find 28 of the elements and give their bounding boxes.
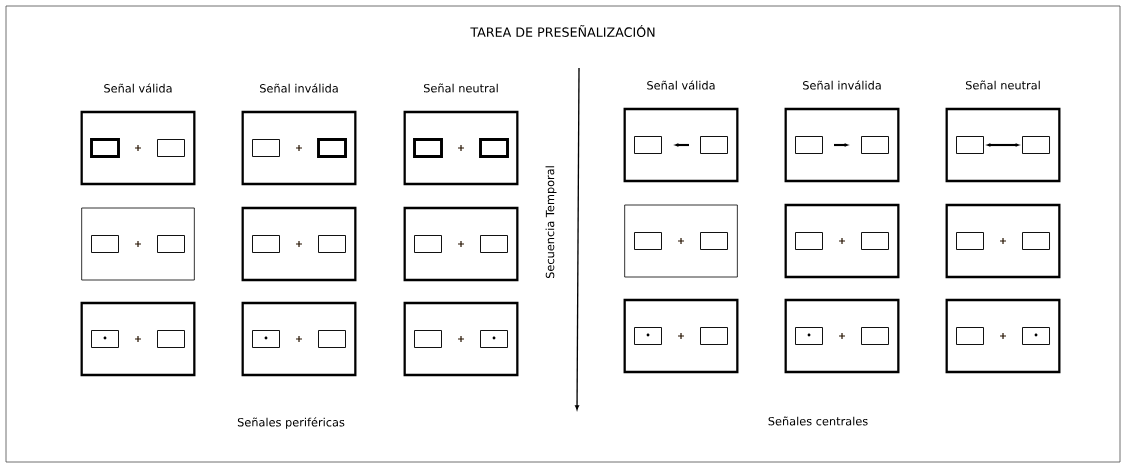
column-heading: Señal válida <box>104 83 172 93</box>
axis-label: Secuencia Temporal <box>545 166 557 279</box>
stimulus-screen <box>624 204 738 278</box>
stimulus-screen <box>241 110 357 186</box>
stimulus-screen <box>403 110 519 186</box>
stimulus-screen <box>241 206 357 282</box>
stimulus-screen <box>945 203 1061 279</box>
stimulus-screen <box>403 206 519 282</box>
stimulus-screen <box>945 107 1061 183</box>
column-heading: Señal válida <box>647 80 715 90</box>
stimulus-screen <box>784 298 900 374</box>
group-caption: Señales centrales <box>768 416 868 426</box>
stimulus-screen <box>81 207 195 281</box>
group-caption: Señales periféricas <box>237 417 345 429</box>
title: TAREA DE PRESEÑALIZACIÓN <box>470 25 655 37</box>
stimulus-screen <box>241 301 357 377</box>
column-heading: Señal inválida <box>260 83 338 93</box>
stimulus-screen <box>80 110 196 186</box>
column-heading: Señal inválida <box>803 80 881 90</box>
stimulus-screen <box>945 298 1061 374</box>
column-heading: Señal neutral <box>423 83 498 93</box>
stimulus-screen <box>623 107 739 183</box>
stimulus-screen <box>784 203 900 279</box>
column-heading: Señal neutral <box>966 80 1040 90</box>
stimulus-screen <box>623 298 739 374</box>
stimulus-screen <box>403 301 519 377</box>
stimulus-screen <box>80 301 196 377</box>
stimulus-screen <box>784 107 900 183</box>
